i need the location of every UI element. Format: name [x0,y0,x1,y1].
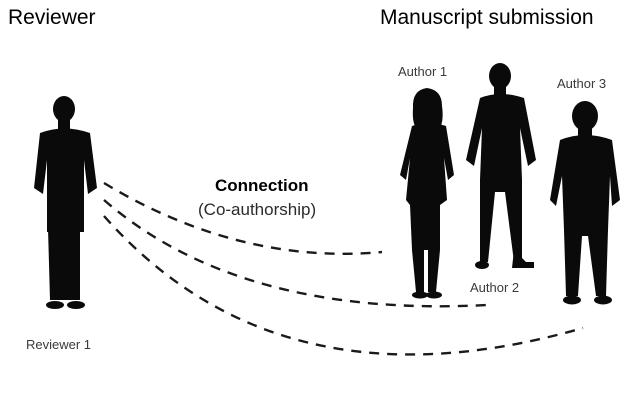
connection-arc-author-2 [103,199,489,308]
connection-title: Connection [215,176,309,195]
manuscript-submission-heading: Manuscript submission [380,6,594,29]
author-3-label: Author 3 [557,76,607,91]
reviewer-heading: Reviewer [8,6,96,29]
author-1-label: Author 1 [398,64,448,79]
author-1-silhouette [400,88,454,299]
author-3-silhouette [550,101,620,305]
reviewer-1-label: Reviewer 1 [26,337,92,352]
author-2-label: Author 2 [470,280,520,295]
connection-arc-author-3 [103,215,584,356]
reviewer-1-silhouette [34,96,97,309]
connection-subtitle: (Co-authorship) [198,200,317,219]
author-2-silhouette [466,63,536,269]
connection-arc-author-1 [103,181,383,255]
